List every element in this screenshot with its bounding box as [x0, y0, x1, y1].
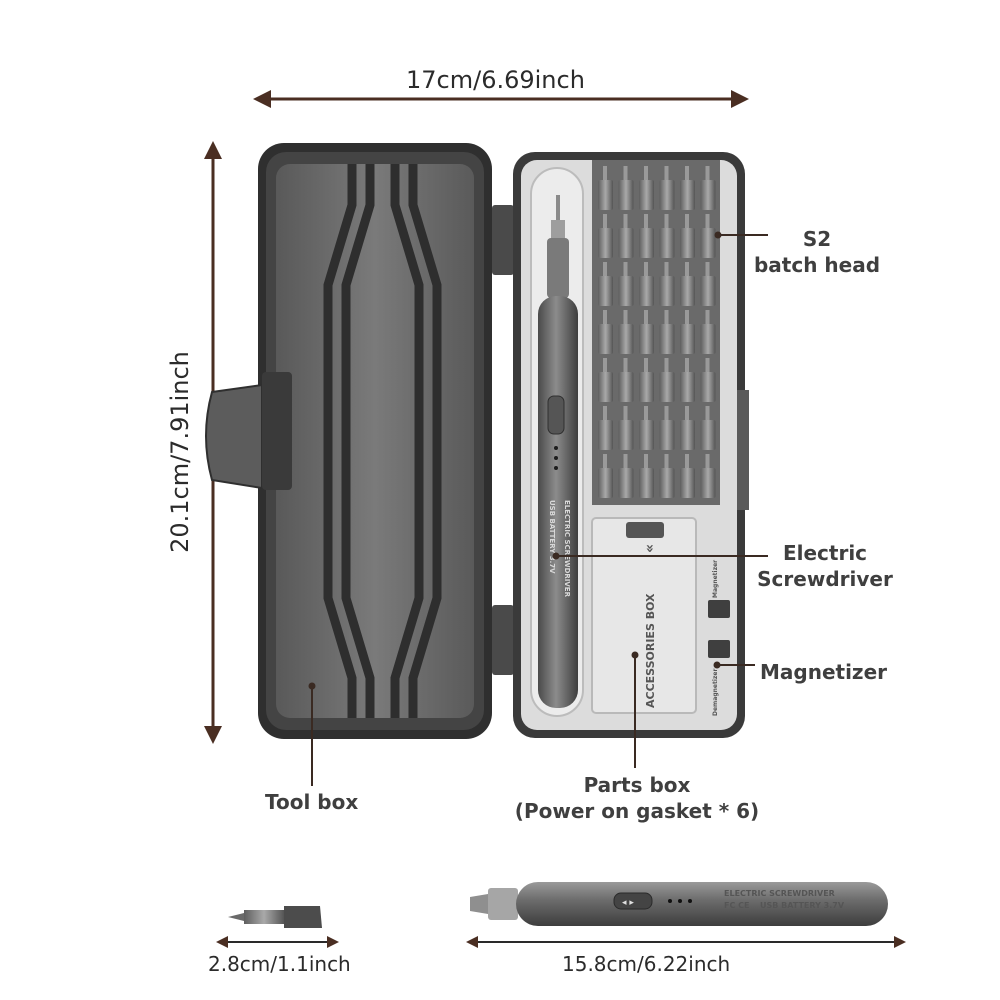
bit — [680, 406, 695, 450]
bit — [639, 358, 654, 402]
magnetizer-slots: Magnetizer Demagnetizer — [708, 560, 730, 716]
bit — [700, 406, 716, 450]
bit — [700, 454, 716, 498]
screwdriver-horizontal-brand: ELECTRIC SCREWDRIVER — [724, 889, 835, 898]
bit — [639, 454, 654, 498]
bit — [680, 358, 695, 402]
bit — [659, 310, 675, 354]
screwdriver-label-line2: Screwdriver — [757, 567, 893, 591]
bit — [700, 262, 716, 306]
electric-screwdriver-vertical: ELECTRIC SCREWDRIVER USB BATTERY 3.7V — [530, 167, 584, 717]
bit — [700, 310, 716, 354]
bit — [639, 310, 654, 354]
hinge — [492, 605, 514, 675]
bit — [700, 214, 716, 258]
bit — [598, 310, 613, 354]
screwdriver-vertical-battery: USB BATTERY 3.7V — [548, 500, 556, 574]
bit — [680, 214, 695, 258]
bit — [639, 166, 654, 210]
bit — [618, 358, 634, 402]
bit — [598, 406, 613, 450]
bit — [639, 262, 654, 306]
electric-screwdriver-label: Electric Screwdriver — [755, 540, 895, 592]
tool-box-lid — [205, 143, 492, 739]
screwdriver-length-label: 15.8cm/6.22inch — [562, 952, 731, 976]
bit — [659, 454, 675, 498]
electric-screwdriver-horizontal: ◂ ▸ ELECTRIC SCREWDRIVER FC CE USB BATTE… — [470, 882, 888, 926]
parts-box-line2: (Power on gasket * 6) — [514, 799, 760, 823]
single-bit — [228, 906, 322, 928]
screwdriver-vertical-brand: ELECTRIC SCREWDRIVER — [563, 500, 571, 598]
bit — [680, 454, 695, 498]
bit — [598, 454, 613, 498]
s2-bit-grid — [598, 166, 716, 498]
bit — [618, 406, 634, 450]
bit — [598, 214, 613, 258]
bit — [659, 214, 675, 258]
bit — [618, 310, 634, 354]
bit — [700, 166, 716, 210]
magnetizer-label: Magnetizer — [760, 660, 888, 684]
screwdriver-label-line1: Electric — [782, 541, 868, 565]
bit — [700, 358, 716, 402]
bit-length-label: 2.8cm/1.1inch — [208, 952, 351, 976]
s2-label-line2: batch head — [753, 253, 881, 277]
bit — [659, 262, 675, 306]
parts-box-line1: Parts box — [583, 773, 691, 797]
bit — [659, 358, 675, 402]
bit — [598, 358, 613, 402]
hinge — [492, 205, 514, 275]
bit — [639, 406, 654, 450]
bit — [618, 454, 634, 498]
bit — [598, 166, 613, 210]
s2-batch-head-label: S2 batch head — [752, 226, 882, 278]
height-dimension-label: 20.1cm/7.91inch — [166, 351, 194, 553]
switch-arrows-icon: ◂ ▸ — [622, 898, 634, 908]
tool-box-label: Tool box — [265, 790, 359, 814]
width-dimension-label: 17cm/6.69inch — [406, 66, 585, 94]
chevron-icon: « — [642, 544, 658, 553]
bit — [639, 214, 654, 258]
parts-box-label: Parts box (Power on gasket * 6) — [512, 772, 762, 824]
bit — [659, 406, 675, 450]
bit — [618, 166, 634, 210]
screwdriver-horizontal-fc: FC CE — [724, 901, 749, 910]
bit — [598, 262, 613, 306]
bit — [680, 310, 695, 354]
demagnetizer-print: Demagnetizer — [712, 669, 719, 716]
bit — [618, 214, 634, 258]
bit — [659, 166, 675, 210]
bit — [680, 262, 695, 306]
bit — [680, 166, 695, 210]
accessories-box-text: ACCESSORIES BOX — [644, 593, 657, 708]
magnetizer-print: Magnetizer — [712, 560, 719, 598]
accessories-box: ACCESSORIES BOX « — [591, 517, 697, 714]
bit — [618, 262, 634, 306]
screwdriver-horizontal-battery: USB BATTERY 3.7V — [760, 901, 845, 910]
s2-label-line1: S2 — [802, 227, 832, 251]
